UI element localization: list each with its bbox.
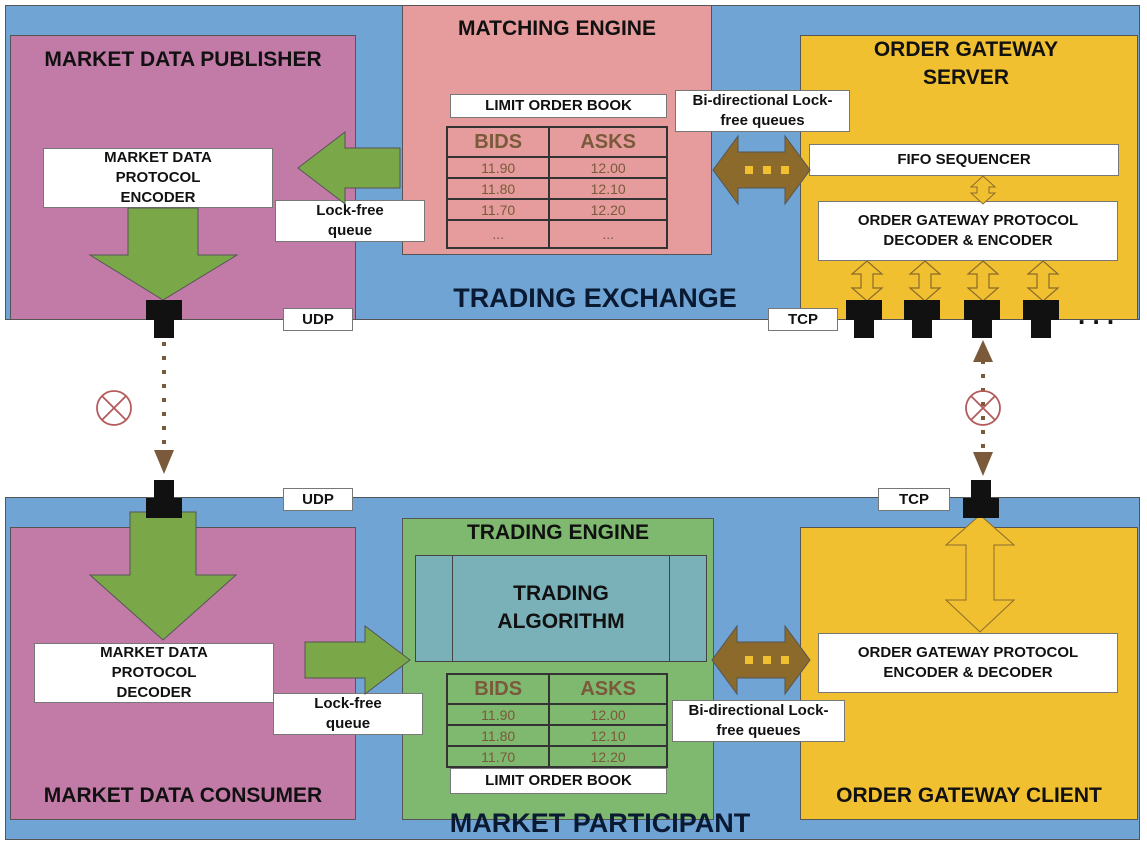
exchange-bidirectional-arrow xyxy=(712,134,811,206)
bids-header: BIDS xyxy=(445,126,551,158)
order-gateway-protocol-encoder-decoder: ORDER GATEWAY PROTOCOL ENCODER & DECODER xyxy=(818,633,1118,693)
exchange-tcp-port-2 xyxy=(904,300,940,338)
bid-cell: 11.90 xyxy=(445,156,551,179)
exchange-bidirectional-dots xyxy=(745,166,789,174)
exchange-limit-order-book-label: LIMIT ORDER BOOK xyxy=(450,94,667,118)
market-data-consumer-title: MARKET DATA CONSUMER xyxy=(43,784,323,807)
participant-udp-label: UDP xyxy=(283,488,353,511)
bids-header: BIDS xyxy=(445,673,551,705)
ask-cell: 12.20 xyxy=(548,198,668,221)
exchange-tcp-label: TCP xyxy=(768,308,838,331)
participant-limit-order-book-label: LIMIT ORDER BOOK xyxy=(450,768,667,794)
order-gateway-client-title: ORDER GATEWAY CLIENT xyxy=(836,784,1102,807)
participant-bidirectional-queues-label: Bi-directional Lock-free queues xyxy=(672,700,845,742)
participant-lock-free-queue-label: Lock-free queue xyxy=(273,693,423,735)
market-data-protocol-encoder: MARKET DATA PROTOCOL ENCODER xyxy=(43,148,273,208)
fifo-codec-arrow xyxy=(969,175,997,205)
ask-cell: 12.20 xyxy=(548,745,668,768)
tcp-link-arrowhead-up xyxy=(973,340,993,362)
bid-cell: 11.80 xyxy=(445,724,551,747)
client-port-arrow xyxy=(944,514,1016,633)
decoder-down-arrow xyxy=(88,511,238,641)
exchange-queue-arrow xyxy=(297,130,401,206)
ask-cell: 12.00 xyxy=(548,156,668,179)
ask-cell: ... xyxy=(548,219,668,249)
tcp-link-arrowhead-down xyxy=(973,452,993,476)
asks-header: ASKS xyxy=(548,673,668,705)
exchange-udp-label: UDP xyxy=(283,308,353,331)
participant-bidirectional-dots xyxy=(745,656,789,664)
bid-cell: ... xyxy=(445,219,551,249)
trading-engine-title: TRADING ENGINE xyxy=(466,521,649,544)
participant-tcp-port xyxy=(963,480,999,518)
network-crossing-icon xyxy=(965,390,1001,426)
bid-cell: 11.70 xyxy=(445,745,551,768)
exchange-tcp-port-3 xyxy=(964,300,1000,338)
exchange-lock-free-queue-label: Lock-free queue xyxy=(275,200,425,242)
order-gateway-server-title: ORDER GATEWAY SERVER xyxy=(873,38,1059,89)
exchange-tcp-port-4 xyxy=(1023,300,1059,338)
exchange-bidirectional-queues-label: Bi-directional Lock-free queues xyxy=(675,90,850,132)
fifo-sequencer: FIFO SEQUENCER xyxy=(809,144,1119,176)
ask-cell: 12.10 xyxy=(548,177,668,200)
matching-engine-title: MATCHING ENGINE xyxy=(458,17,656,40)
market-participant-label: MARKET PARTICIPANT xyxy=(449,808,751,838)
ask-cell: 12.00 xyxy=(548,703,668,726)
market-data-protocol-decoder: MARKET DATA PROTOCOL DECODER xyxy=(34,643,274,703)
participant-tcp-label: TCP xyxy=(878,488,950,511)
participant-udp-port xyxy=(146,480,182,518)
exchange-tcp-port-1 xyxy=(846,300,882,338)
bid-cell: 11.70 xyxy=(445,198,551,221)
trading-algorithm-box: TRADING ALGORITHM xyxy=(415,555,707,662)
bid-cell: 11.90 xyxy=(445,703,551,726)
udp-link-arrowhead xyxy=(154,450,174,474)
bid-cell: 11.80 xyxy=(445,177,551,200)
trading-algorithm-label: TRADING ALGORITHM xyxy=(497,582,625,633)
participant-queue-arrow xyxy=(304,624,411,696)
participant-bidirectional-arrow xyxy=(711,624,811,696)
trading-exchange-label: TRADING EXCHANGE xyxy=(453,283,737,313)
more-connections-ellipsis: . . . xyxy=(1078,300,1115,330)
market-data-publisher-title: MARKET DATA PUBLISHER xyxy=(44,48,322,71)
gateway-port-arrows xyxy=(850,260,1060,302)
asks-header: ASKS xyxy=(548,126,668,158)
exchange-udp-port xyxy=(146,300,182,338)
encoder-down-arrow xyxy=(88,207,239,301)
order-gateway-protocol-decoder-encoder: ORDER GATEWAY PROTOCOL DECODER & ENCODER xyxy=(818,201,1118,261)
ask-cell: 12.10 xyxy=(548,724,668,747)
network-crossing-icon xyxy=(96,390,132,426)
